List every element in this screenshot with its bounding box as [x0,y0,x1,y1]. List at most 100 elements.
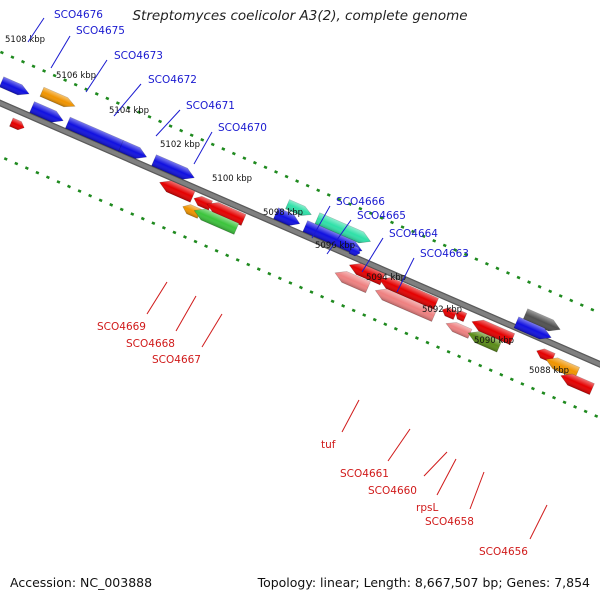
kbp-tick-label: 5092 kbp [422,305,462,315]
forward-tick-dot [284,174,289,179]
kbp-tick-label: 5090 kbp [474,336,514,346]
reverse-tick-dot [530,386,535,391]
forward-gene-label: SCO4673 [114,50,163,62]
gene-arrow-shade [335,271,371,293]
reverse-tick-dot [573,405,578,409]
forward-leader-line [396,257,415,293]
reverse-tick-dot [3,157,8,161]
gene-arrow [285,199,312,216]
reverse-tick-dot [277,276,282,281]
reverse-tick-dot [583,409,588,414]
backbone-line [0,100,600,367]
kbp-tick-label: 5102 kbp [160,140,200,150]
forward-tick-dot [189,133,194,138]
forward-leader-line [27,17,45,43]
gene-arrow-shade [9,117,25,130]
gene-arrow-shade [182,204,202,219]
gene-arrow [29,101,64,123]
reverse-gene-label: SCO4669 [97,321,146,333]
gene-arrow [522,308,561,332]
forward-tick-dot [548,289,553,294]
forward-tick-dot [63,78,68,82]
reverse-tick-dot [594,414,599,418]
forward-tick-dot [316,188,321,193]
gene-arrow [159,180,196,203]
kbp-tick-label: 5104 kbp [109,106,149,116]
gene-arrow-shade [285,199,312,216]
forward-tick-dot [558,294,563,298]
reverse-tick-dot [467,359,472,363]
gene-arrow-shade [194,196,213,211]
forward-tick-dot [537,284,542,289]
forward-leader-line [311,205,331,239]
forward-tick-dot [10,55,15,59]
gene-arrow [441,307,458,320]
forward-tick-dot [400,225,405,229]
reverse-tick-dot [562,400,567,405]
gene-arrow [560,373,595,396]
reverse-tick-dot [488,368,493,372]
reverse-tick-dot [24,166,29,170]
kbp-tick-label: 5100 kbp [212,174,252,184]
reverse-tick-dot [457,354,462,359]
forward-tick-dot [42,69,47,73]
reverse-tick-dot [77,189,82,193]
forward-tick-dot [263,165,268,170]
reverse-tick-dot [204,244,209,249]
gene-arrow-shade [522,308,561,331]
gene-arrow [314,212,372,244]
gene-arrow-shade [375,288,437,322]
reverse-gene-label: SCO4660 [368,485,417,497]
forward-gene-label: SCO4675 [76,25,125,37]
gene-arrow-shade [118,140,147,159]
reverse-leader-line [469,471,485,510]
gene-arrow [273,207,301,226]
genome-backbone [0,99,600,368]
reverse-tick-dot [45,175,50,180]
reverse-tick-dot [436,345,441,350]
reverse-tick-dot [414,336,419,340]
reverse-tick-dot [541,391,546,395]
reverse-tick-dot [67,184,71,189]
gene-arrow-shade [546,357,580,379]
forward-gene-label: SCO4664 [389,228,438,240]
gene-arrow [334,271,371,294]
reverse-leader-line [387,428,411,462]
forward-leader-line [85,59,108,93]
forward-tick-dot [200,137,205,142]
forward-tick-dot [432,238,437,243]
gene-arrow-shade [314,212,371,243]
reverse-leader-line [529,504,548,540]
reverse-gene-label: rpsL [416,502,438,514]
forward-tick-dot [126,105,131,110]
reverse-tick-dot [151,221,156,226]
reverse-tick-dot [288,281,293,285]
reverse-tick-dot [320,294,325,299]
forward-leader-line [113,83,142,117]
kbp-tick-label: 5096 kbp [315,241,355,251]
forward-tick-dot [0,50,4,55]
gene-arrow-shade [349,263,385,285]
forward-tick-dot [221,147,226,151]
forward-tick-dot [390,220,394,225]
gene-arrow-shade [194,208,239,235]
reverse-gene-label: SCO4667 [152,354,201,366]
reverse-gene-label: SCO4656 [479,546,528,558]
forward-tick-dot [305,183,310,188]
reverse-gene-label: SCO4658 [425,516,474,528]
forward-tick-dot [168,124,173,128]
gene-arrow [0,76,30,96]
reverse-tick-dot [98,198,103,203]
gene-arrow-shade [379,277,439,310]
forward-tick-dot [484,261,489,266]
reverse-tick-dot [520,382,525,386]
forward-tick-dot [158,119,163,124]
reverse-tick-dot [552,395,556,400]
forward-tick-dot [179,128,184,133]
reverse-tick-dot [478,363,483,368]
gene-arrow-shade [0,76,30,95]
reverse-tick-dot [351,308,356,313]
reverse-tick-dot [235,258,240,262]
reverse-tick-dot [425,340,430,345]
